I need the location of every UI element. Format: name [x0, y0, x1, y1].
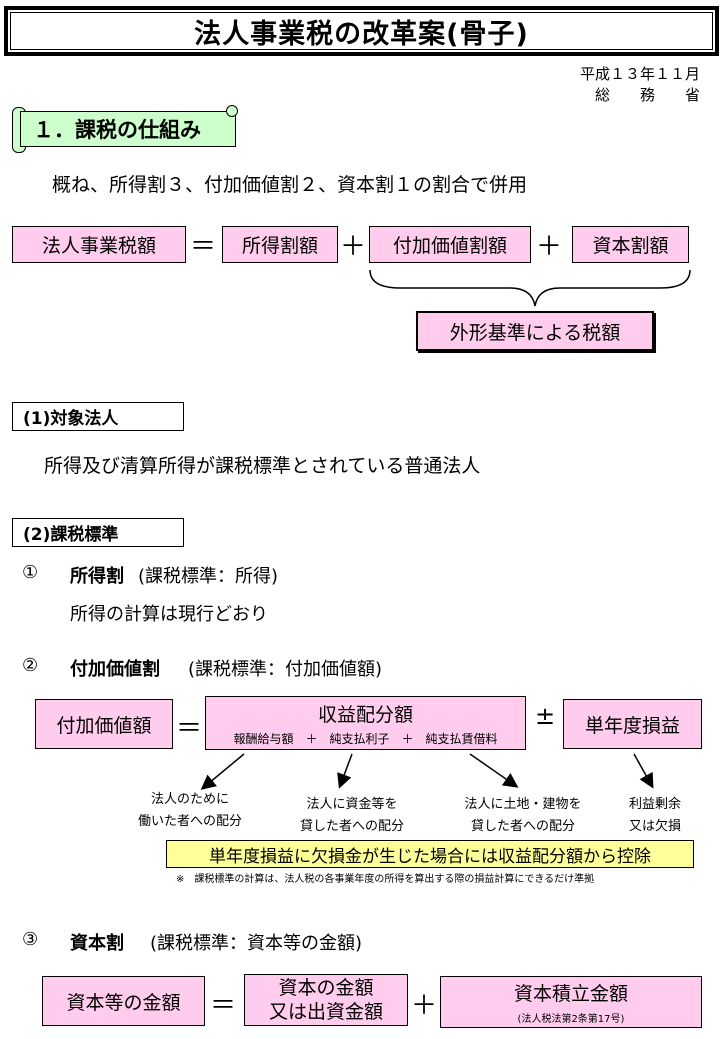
scroll-curl-right — [226, 105, 238, 117]
note-interest-l2: 貸した者への配分 — [299, 819, 404, 834]
item2-paren: (課税標準：付加価値額) — [188, 659, 383, 680]
note-interest-l1: 法人に資金等を — [306, 797, 398, 812]
formula-term-capital: 資本割額 — [572, 226, 689, 263]
issue-date: 平成１３年１１月 — [579, 65, 700, 83]
capital-reserve-law: (法人税法第2条第17号) — [517, 1014, 625, 1025]
subject-text: 所得及び清算所得が課税標準とされている普通法人 — [44, 455, 481, 477]
formula-lhs: 法人事業税額 — [12, 226, 186, 263]
note-rent-l1: 法人に土地・建物を — [464, 797, 582, 812]
formula-plus-2: ＋ — [535, 232, 562, 262]
curly-brace — [369, 269, 691, 307]
note-interest: 法人に資金等を 貸した者への配分 — [282, 794, 422, 838]
revenue-distribution-box: 収益配分額 報酬給与額 ＋ 純支払利子 ＋ 純支払賃借料 — [205, 696, 526, 750]
loss-deduction-note: 単年度損益に欠損金が生じた場合には収益配分額から控除 — [166, 840, 694, 868]
external-standard-tax: 外形基準による税額 — [416, 311, 654, 351]
section1-lead: 概ね、所得割３、付加価値割２、資本割１の割合で併用 — [52, 174, 528, 196]
note-labor: 法人のために 働いた者への配分 — [120, 789, 260, 833]
item3-paren: (課税標準：資本等の金額) — [150, 933, 363, 954]
capital-amount-lhs: 資本等の金額 — [42, 976, 205, 1026]
item1-number: ① — [22, 562, 39, 583]
title-text: 法人事業税の改革案(骨子) — [194, 18, 529, 50]
item2-name: 付加価値割 — [70, 659, 160, 680]
item2-number: ② — [22, 655, 39, 676]
note-rent: 法人に土地・建物を 貸した者への配分 — [443, 794, 603, 838]
revenue-distribution-title: 収益配分額 — [317, 703, 413, 726]
calc-footnote: ※ 課税標準の計算は、法人税の各事業年度の所得を算出する際の損益計算にできるだけ… — [176, 874, 595, 885]
note-profit-l1: 利益剰余 — [628, 797, 681, 812]
formula-plus-1: ＋ — [340, 232, 367, 262]
item3-number: ③ — [22, 929, 39, 950]
capital-reserve-box: 資本積立金額 (法人税法第2条第17号) — [440, 976, 702, 1028]
note-labor-l2: 働いた者への配分 — [137, 814, 242, 829]
distribution-arrows — [200, 753, 654, 790]
item1-name: 所得割 — [70, 566, 124, 587]
value-added-lhs: 付加価値額 — [35, 699, 173, 749]
page-title: 法人事業税の改革案(骨子) — [4, 6, 719, 56]
capital-plus: ＋ — [410, 991, 437, 1021]
formula-term-income: 所得割額 — [222, 226, 338, 263]
item1-desc: 所得の計算は現行どおり — [70, 604, 268, 625]
capital-reserve-title: 資本積立金額 — [513, 983, 628, 1005]
item1-paren: (課税標準：所得) — [138, 566, 279, 587]
revenue-distribution-components: 報酬給与額 ＋ 純支払利子 ＋ 純支払賃借料 — [233, 731, 498, 746]
value-added-eq: ＝ — [175, 714, 202, 744]
single-year-profit-loss: 単年度損益 — [563, 699, 702, 749]
value-added-pm: ± — [534, 702, 556, 730]
note-rent-l2: 貸した者への配分 — [470, 819, 575, 834]
base-heading: (2)課税標準 — [12, 518, 184, 547]
capital-stock-l2: 又は出資金額 — [268, 1001, 383, 1023]
item3-name: 資本割 — [70, 933, 124, 954]
note-profit-l2: 又は欠損 — [628, 819, 681, 834]
subject-heading: (1)対象法人 — [12, 402, 184, 431]
note-profit: 利益剰余 又は欠損 — [615, 794, 695, 838]
section1-heading: １．課税の仕組み — [12, 105, 238, 153]
capital-stock-l1: 資本の金額 — [278, 977, 374, 999]
section1-heading-text: １．課税の仕組み — [20, 111, 236, 147]
note-labor-l1: 法人のために — [150, 792, 229, 807]
capital-eq: ＝ — [209, 991, 236, 1021]
issue-info: 平成１３年１１月 総 務 省 — [560, 64, 700, 106]
capital-stock-box: 資本の金額 又は出資金額 — [244, 974, 408, 1026]
formula-term-value-added: 付加価値割額 — [369, 226, 531, 263]
formula-eq: ＝ — [189, 232, 216, 262]
issuer: 総 務 省 — [594, 86, 700, 104]
